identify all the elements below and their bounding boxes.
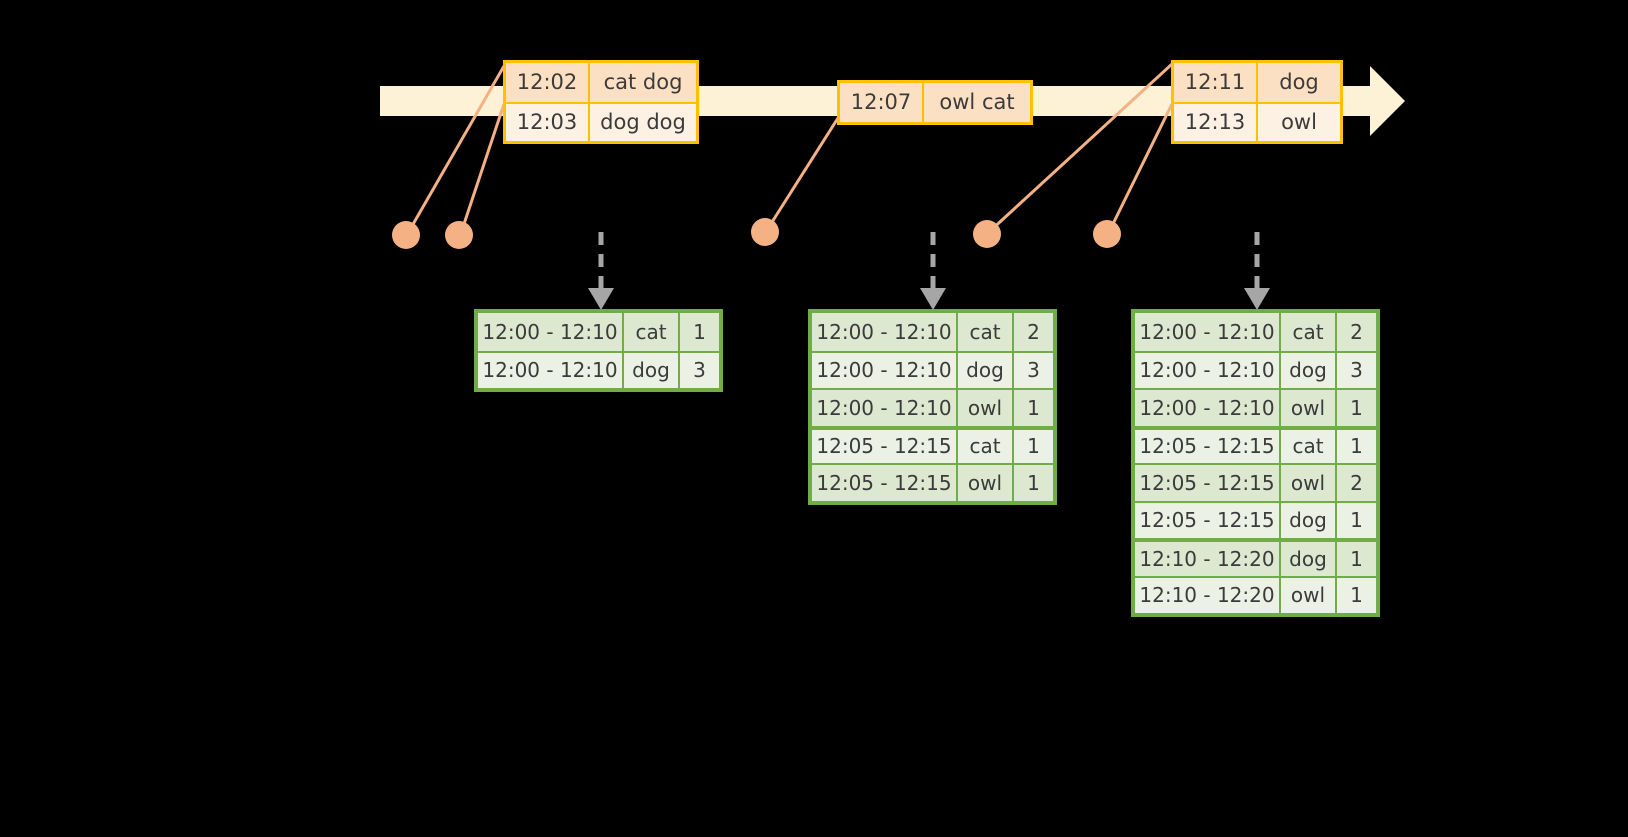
count-cell: 1 bbox=[1337, 502, 1376, 538]
word-cell: cat bbox=[624, 313, 680, 351]
window-cell: 12:10 - 12:20 bbox=[1135, 542, 1281, 576]
count-cell: 2 bbox=[1337, 465, 1376, 501]
window-cell: 12:00 - 12:10 bbox=[812, 390, 958, 426]
flow-arrow-head-1 bbox=[588, 288, 614, 310]
dot-event-1211 bbox=[973, 220, 1001, 248]
event-words: dog dog bbox=[590, 104, 696, 141]
window-cell: 12:05 - 12:15 bbox=[812, 429, 958, 463]
connector-1203 bbox=[459, 103, 506, 234]
flow-arrows bbox=[598, 232, 1260, 288]
event-row[interactable]: 12:02 cat dog bbox=[506, 63, 696, 102]
word-cell: dog bbox=[958, 352, 1014, 388]
word-cell: dog bbox=[1281, 542, 1337, 576]
count-cell: 1 bbox=[1014, 429, 1053, 463]
dot-event-1203 bbox=[445, 221, 473, 249]
word-cell: owl bbox=[958, 465, 1014, 501]
window-cell: 12:00 - 12:10 bbox=[812, 352, 958, 388]
event-group-3[interactable]: 12:11 dog 12:13 owl bbox=[1171, 60, 1343, 144]
event-time: 12:13 bbox=[1174, 104, 1258, 141]
event-words: owl bbox=[1258, 104, 1340, 141]
event-time: 12:03 bbox=[506, 104, 590, 141]
window-cell: 12:00 - 12:10 bbox=[1135, 313, 1281, 351]
dot-event-1202 bbox=[392, 221, 420, 249]
event-time: 12:02 bbox=[506, 63, 590, 102]
count-cell: 1 bbox=[1014, 390, 1053, 426]
count-cell: 1 bbox=[1337, 390, 1376, 426]
event-time: 12:07 bbox=[840, 83, 924, 122]
connector-1213 bbox=[1107, 103, 1174, 233]
word-cell: dog bbox=[624, 352, 680, 388]
word-cell: dog bbox=[1281, 352, 1337, 388]
event-row[interactable]: 12:11 dog bbox=[1174, 63, 1340, 102]
event-group-1[interactable]: 12:02 cat dog 12:03 dog dog bbox=[503, 60, 699, 144]
flow-arrow-heads bbox=[588, 288, 1270, 310]
window-cell: 12:00 - 12:10 bbox=[478, 352, 624, 388]
dot-event-1213 bbox=[1093, 220, 1121, 248]
word-cell: owl bbox=[958, 390, 1014, 426]
word-cell: owl bbox=[1281, 390, 1337, 426]
event-words: dog bbox=[1258, 63, 1340, 102]
flow-arrow-head-2 bbox=[920, 288, 946, 310]
window-cell: 12:00 - 12:10 bbox=[812, 313, 958, 351]
event-group-2[interactable]: 12:07 owl cat bbox=[837, 80, 1033, 125]
word-cell: owl bbox=[1281, 577, 1337, 613]
count-cell: 1 bbox=[1337, 542, 1376, 576]
window-cell: 12:05 - 12:15 bbox=[1135, 465, 1281, 501]
event-time: 12:11 bbox=[1174, 63, 1258, 102]
event-row[interactable]: 12:03 dog dog bbox=[506, 102, 696, 141]
window-cell: 12:05 - 12:15 bbox=[1135, 502, 1281, 538]
count-cell: 2 bbox=[1014, 313, 1053, 351]
window-cell: 12:00 - 12:10 bbox=[1135, 390, 1281, 426]
dot-event-1207 bbox=[751, 218, 779, 246]
window-cell: 12:05 - 12:15 bbox=[1135, 429, 1281, 463]
connector-1202 bbox=[406, 65, 506, 234]
connector-1207 bbox=[765, 117, 840, 231]
count-cell: 1 bbox=[680, 313, 719, 351]
event-words: owl cat bbox=[924, 83, 1030, 122]
word-cell: cat bbox=[958, 429, 1014, 463]
event-words: cat dog bbox=[590, 63, 696, 102]
word-cell: cat bbox=[1281, 313, 1337, 351]
count-cell: 1 bbox=[1337, 577, 1376, 613]
word-cell: owl bbox=[1281, 465, 1337, 501]
connector-dots bbox=[392, 218, 1121, 249]
count-cell: 2 bbox=[1337, 313, 1376, 351]
count-cell: 1 bbox=[1337, 429, 1376, 463]
count-cell: 1 bbox=[1014, 465, 1053, 501]
count-cell: 3 bbox=[1014, 352, 1053, 388]
window-cell: 12:10 - 12:20 bbox=[1135, 577, 1281, 613]
word-cell: cat bbox=[958, 313, 1014, 351]
count-cell: 3 bbox=[1337, 352, 1376, 388]
window-cell: 12:05 - 12:15 bbox=[812, 465, 958, 501]
flow-arrow-head-3 bbox=[1244, 288, 1270, 310]
window-cell: 12:00 - 12:10 bbox=[1135, 352, 1281, 388]
window-cell: 12:00 - 12:10 bbox=[478, 313, 624, 351]
count-cell: 3 bbox=[680, 352, 719, 388]
word-cell: cat bbox=[1281, 429, 1337, 463]
word-cell: dog bbox=[1281, 502, 1337, 538]
event-row[interactable]: 12:13 owl bbox=[1174, 102, 1340, 141]
event-row[interactable]: 12:07 owl cat bbox=[840, 83, 1030, 122]
